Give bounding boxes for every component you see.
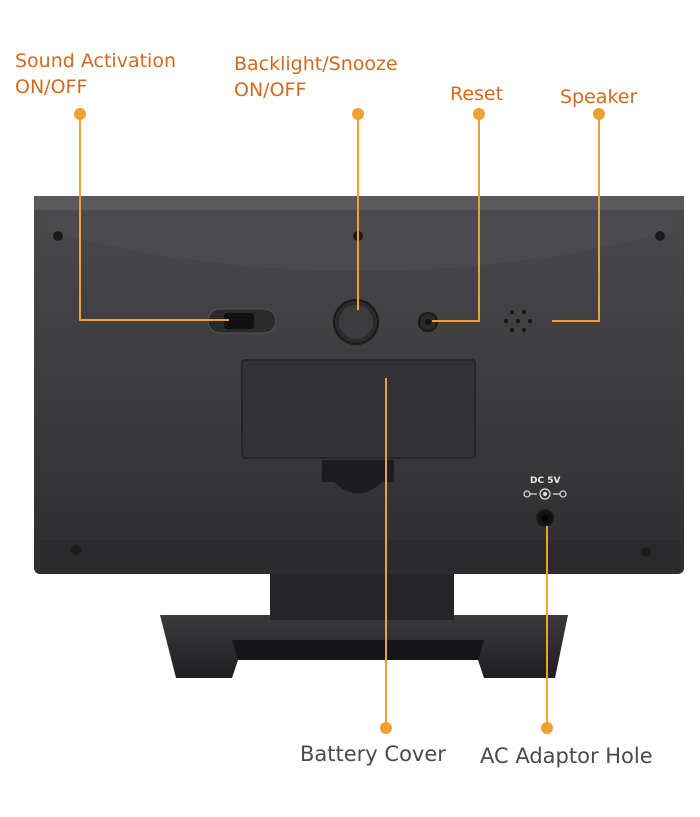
label-ac-adaptor-hole: AC Adaptor Hole [480,744,653,768]
sound-activation-switch[interactable] [207,308,277,334]
label-backlight-snooze: Backlight/Snooze ON/OFF [234,51,398,103]
backlight-snooze-button[interactable] [333,299,379,345]
leader-speaker-vertical [598,114,600,322]
marker-speaker [593,108,605,120]
marker-reset [473,108,485,120]
label-sound-activation-line2: ON/OFF [15,76,88,98]
label-speaker: Speaker [560,86,638,108]
label-backlight-snooze-line2: ON/OFF [234,79,307,101]
marker-backlight-snooze [352,108,364,120]
leader-battery-vertical [385,378,387,728]
speaker-grille [504,310,532,332]
leader-sound-vertical [79,115,81,321]
label-sound-activation-line1: Sound Activation [15,50,176,72]
stand-base [160,615,568,678]
dc-polarity-symbol [523,488,567,500]
marker-battery-cover [380,722,392,734]
marker-ac-adaptor [541,722,553,734]
reset-button[interactable] [418,312,438,332]
leader-sound-horizontal [79,319,229,321]
screw-top-right [655,231,665,241]
screw-bottom-right [641,547,651,557]
leader-ac-vertical [546,526,548,728]
leader-backlight-vertical [357,114,359,310]
label-reset: Reset [450,83,504,105]
leader-reset-vertical [478,114,480,322]
leader-reset-horizontal [432,320,480,322]
leader-speaker-horizontal [552,320,600,322]
dc-5v-marking: DC 5V [530,476,561,486]
label-sound-activation: Sound Activation ON/OFF [15,48,176,100]
marker-sound-activation [74,108,86,120]
label-battery-cover: Battery Cover [300,742,446,766]
battery-cover[interactable] [241,359,476,494]
label-backlight-snooze-line1: Backlight/Snooze [234,53,398,75]
screw-bottom-left [71,545,81,555]
ac-adaptor-hole[interactable] [536,509,554,527]
screw-top-left [53,231,63,241]
